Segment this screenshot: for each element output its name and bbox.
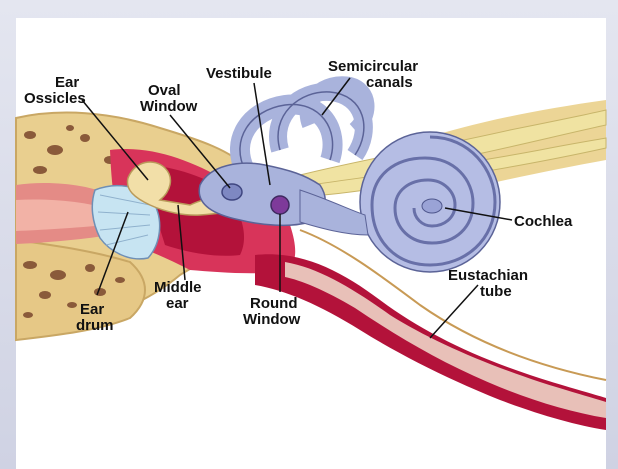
label-middle-ear-1: Middle [154, 279, 202, 296]
eustachian-tube-inner [285, 262, 606, 418]
label-semicircular-2: canals [366, 74, 413, 91]
label-ear-ossicles-2: Ossicles [24, 90, 86, 107]
label-round-window-1: Round [250, 295, 297, 312]
label-oval-window-2: Window [140, 98, 198, 115]
cochlea-connector [300, 190, 368, 235]
label-oval-window-1: Oval [148, 82, 181, 99]
label-vestibule: Vestibule [206, 65, 272, 82]
label-ear-drum-1: Ear [80, 301, 104, 318]
label-eustachian-2: tube [480, 283, 512, 300]
label-ear-drum-2: drum [76, 317, 114, 334]
label-semicircular-1: Semicircular [328, 58, 418, 75]
label-cochlea: Cochlea [514, 213, 573, 230]
oval-window [222, 184, 242, 200]
label-round-window-2: Window [243, 311, 301, 328]
label-eustachian-1: Eustachian [448, 267, 528, 284]
semicircular-canals [240, 84, 367, 170]
round-window [271, 196, 289, 214]
label-ear-ossicles-1: Ear [55, 74, 79, 91]
cochlea [360, 132, 500, 272]
label-middle-ear-2: ear [166, 295, 189, 312]
